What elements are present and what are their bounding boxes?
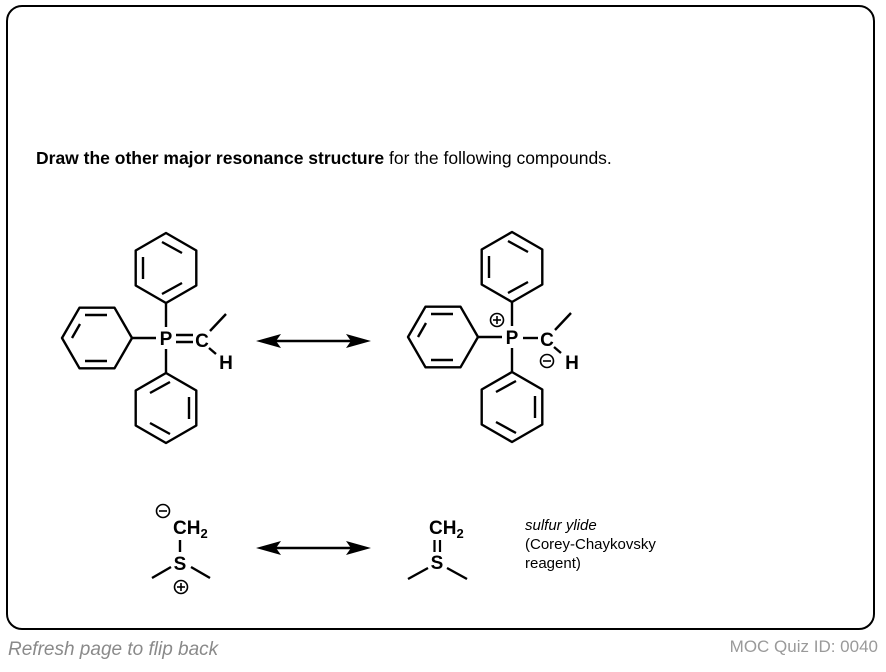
phenyl-ring-left [60, 306, 134, 370]
atom-s: S [174, 554, 187, 575]
atom-h: H [219, 353, 233, 374]
atom-s: S [431, 553, 444, 574]
negative-charge-icon [155, 503, 171, 519]
note-line-3: reagent) [525, 555, 581, 572]
prompt-bold: Draw the other major resonance structure [36, 148, 385, 168]
prompt-rest: for the following compounds. [384, 148, 612, 168]
ch2-group: CH2 [429, 518, 464, 541]
phenyl-ring-bottom [134, 371, 198, 445]
phenyl-ring-top [134, 231, 198, 305]
resonance-arrow-2 [256, 541, 371, 555]
positive-charge-icon [173, 579, 189, 595]
atom-h: H [565, 353, 579, 374]
sulfur-ylene-structure: S CH2 [407, 518, 468, 581]
negative-charge-icon [539, 353, 555, 369]
phosphonium-ylide-structure: P C H [406, 230, 579, 444]
sulfur-ylide-note: sulfur ylide (Corey-Chaykovsky reagent) [525, 516, 656, 573]
atom-p: P [506, 328, 519, 349]
resonance-arrow-1 [256, 334, 371, 348]
atom-p: P [160, 329, 173, 350]
phenyl-ring-left [406, 305, 480, 369]
atom-c: C [195, 331, 209, 352]
note-title: sulfur ylide [525, 517, 597, 534]
refresh-hint: Refresh page to flip back [8, 639, 219, 660]
atom-c: C [540, 330, 554, 351]
quiz-card[interactable] [6, 5, 875, 630]
phenyl-ring-bottom [480, 370, 544, 444]
positive-charge-icon [489, 312, 505, 328]
sulfonium-ylide-structure: S CH2 [151, 503, 211, 595]
phosphonium-ylene-structure: P C H [60, 231, 233, 445]
quiz-id: MOC Quiz ID: 0040 [729, 637, 878, 656]
note-line-2: (Corey-Chaykovsky [525, 536, 656, 553]
phenyl-ring-top [480, 230, 544, 304]
ch2-group: CH2 [173, 518, 208, 541]
question-prompt: Draw the other major resonance structure… [36, 147, 676, 169]
